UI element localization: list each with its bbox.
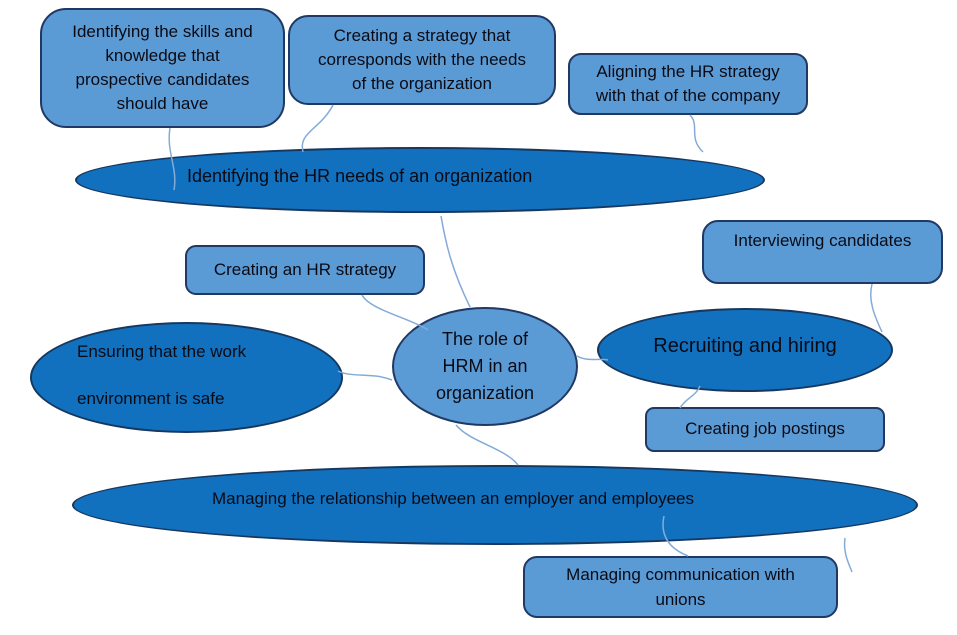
node-label: Creating job postings (685, 419, 845, 439)
connector-interviewing-to-recruiting (870, 283, 883, 333)
node-label-line: Aligning the HR strategy (596, 61, 780, 81)
node-creating-strategy-needs[interactable]: Creating a strategy that corresponds wit… (288, 15, 556, 105)
node-label-line: of the organization (352, 74, 492, 94)
node-label-line: organization (435, 383, 535, 403)
node-identifying-hr-needs[interactable]: Identifying the HR needs of an organizat… (75, 147, 765, 213)
node-label: Interviewing candidates (733, 231, 912, 250)
node-aligning-hr-strategy[interactable]: Aligning the HR strategy with that of th… (568, 53, 808, 115)
node-identifying-skills[interactable]: Identifying the skills and knowledge tha… (40, 8, 285, 128)
node-interviewing-candidates[interactable]: Interviewing candidates (702, 220, 943, 284)
node-creating-job-postings[interactable]: Creating job postings (645, 407, 885, 452)
node-label-line: Managing communication with (566, 564, 795, 584)
node-label-line: The role of (441, 329, 529, 349)
connector-ensuring-to-center (337, 370, 393, 381)
node-label-line: Identifying the skills and (72, 21, 253, 41)
node-label-line: environment is safe (77, 388, 225, 408)
node-label-line: Ensuring that the work (77, 342, 247, 362)
node-label: Identifying the HR needs of an organizat… (187, 166, 533, 187)
node-managing-relationship[interactable]: Managing the relationship between an emp… (72, 465, 918, 545)
connector-aligning-to-identifying (689, 114, 704, 153)
node-label-line: Creating a strategy that (333, 25, 511, 45)
node-label: Managing the relationship between an emp… (212, 488, 694, 508)
node-managing-unions[interactable]: Managing communication with unions (523, 556, 838, 618)
node-ensuring-safe-environment[interactable]: Ensuring that the work environment is sa… (30, 322, 343, 433)
node-label-line: prospective candidates (75, 70, 250, 89)
node-label-line: HRM in an (442, 356, 528, 376)
connector-strategy-to-identifying (301, 104, 334, 153)
node-label-line: corresponds with the needs (318, 49, 526, 69)
node-label: Creating an HR strategy (213, 259, 397, 279)
node-label-line: should have (116, 94, 209, 114)
node-recruiting-and-hiring[interactable]: Recruiting and hiring (597, 308, 893, 392)
node-label-line: unions (655, 590, 706, 609)
connector-center-to-managing (455, 424, 519, 466)
node-label: Recruiting and hiring (653, 334, 837, 357)
node-center-role-of-hrm[interactable]: The role of HRM in an organization (392, 307, 578, 426)
node-creating-hr-strategy[interactable]: Creating an HR strategy (185, 245, 425, 295)
connector-identifying-to-center (440, 215, 471, 308)
node-label-line: knowledge that (105, 45, 220, 65)
node-label-line: with that of the company (595, 86, 781, 105)
connector-managing-stub (843, 537, 853, 573)
